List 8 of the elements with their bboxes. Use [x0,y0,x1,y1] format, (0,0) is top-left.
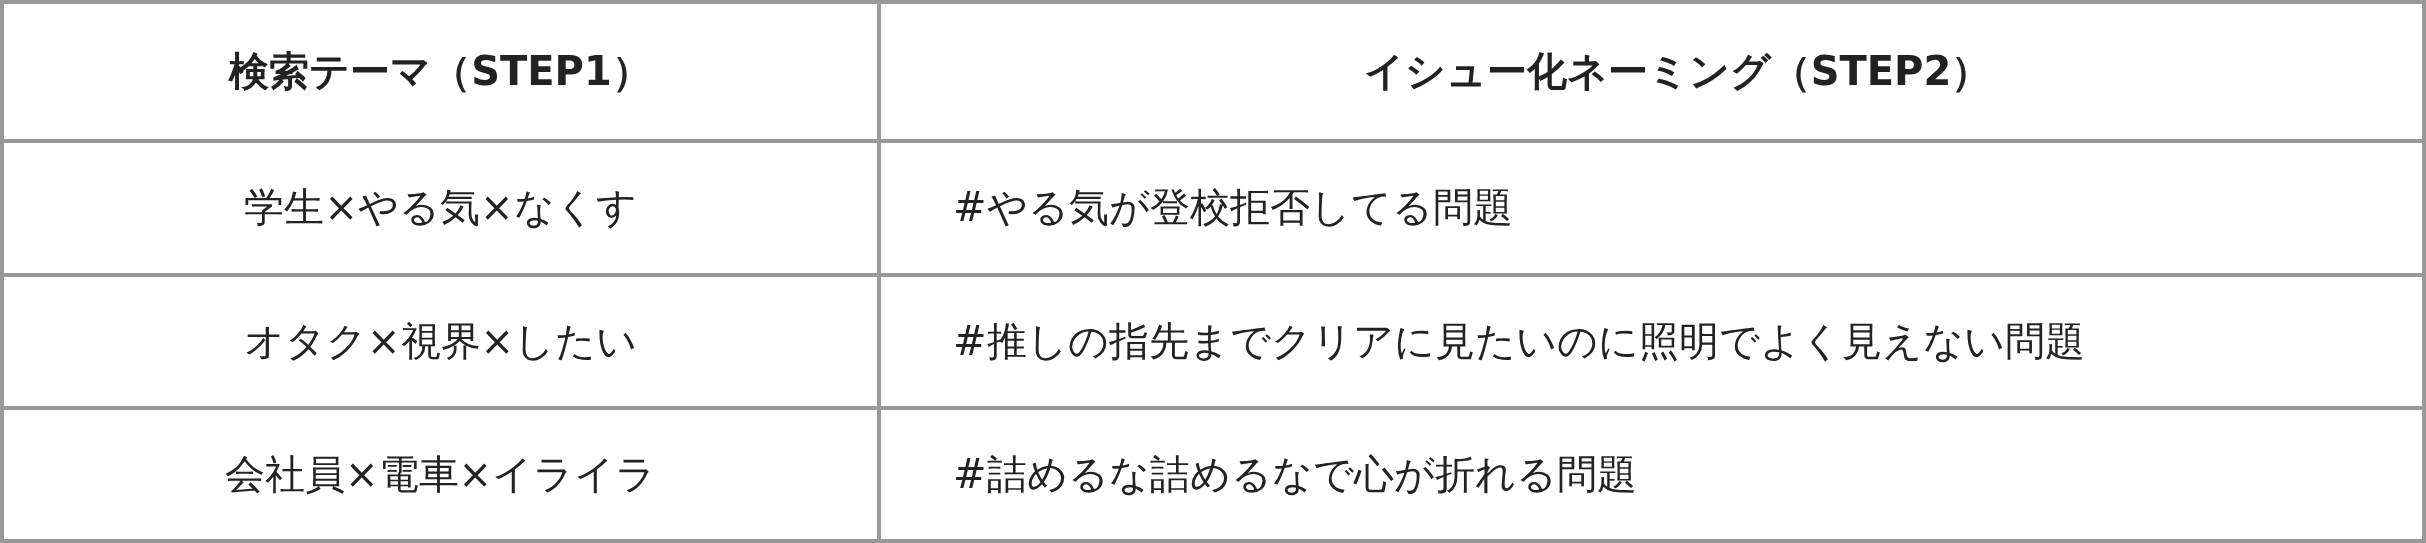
table-cell: #詰めるな詰めるなで心が折れる問題 [879,407,2424,541]
table-cell: 学生×やる気×なくす [2,141,879,275]
table-cell: 会社員×電車×イライラ [2,407,879,541]
table-cell: #やる気が登校拒否してる問題 [879,141,2424,275]
header-cell: 検索テーマ（STEP1） [2,2,879,142]
table-cell: #推しの指先までクリアに見たいのに照明でよく見えない問題 [879,274,2424,408]
header-cell: イシュー化ネーミング（STEP2） [879,2,2424,142]
table-cell: オタク×視界×したい [2,274,879,408]
